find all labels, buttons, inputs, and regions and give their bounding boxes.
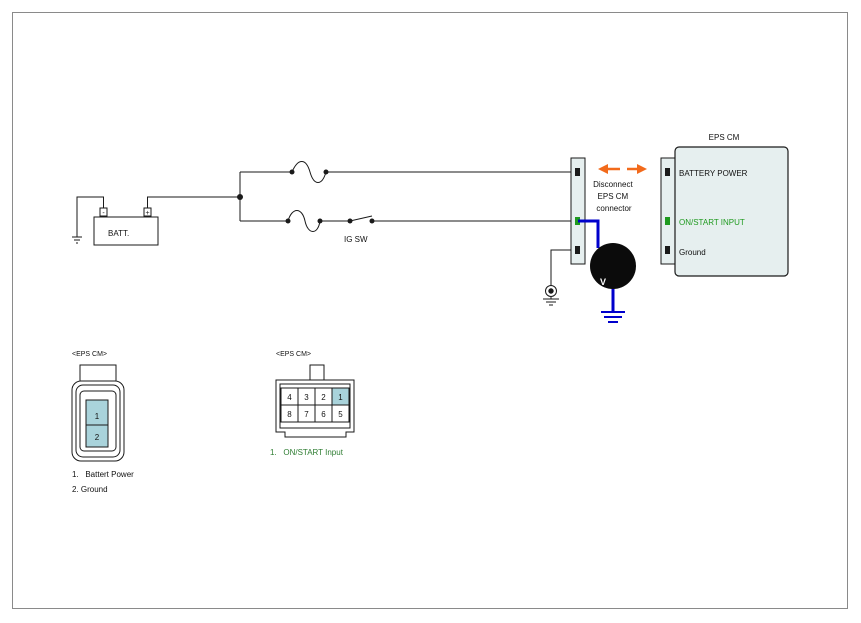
module-pin-label-battery: BATTERY POWER <box>679 169 748 178</box>
eps-cm-module: BATTERY POWER ON/START INPUT Ground <box>660 146 789 277</box>
connector2-cell-7: 7 <box>304 410 309 419</box>
connector2-cell-6: 6 <box>321 410 326 419</box>
ig-switch-contact-b <box>369 218 375 224</box>
ig-switch-blade <box>349 215 373 222</box>
module-pin-label-on-start: ON/START INPUT <box>679 218 745 227</box>
connector2-cell-5: 5 <box>338 410 343 419</box>
connector1-title: <EPS CM> <box>72 351 107 358</box>
disconnect-line-2: EPS CM <box>598 192 629 201</box>
harness-pin-battery <box>575 168 580 176</box>
connector1-legend-1: 1. Battert Power <box>72 470 134 479</box>
disconnect-arrow <box>598 164 647 174</box>
connector1-cell-label-2: 2 <box>95 433 100 442</box>
module-title: EPS CM <box>709 133 740 142</box>
connector1-cell-label-1: 1 <box>95 412 100 421</box>
connector1-face <box>71 364 125 462</box>
connector2-cell-4: 4 <box>287 393 292 402</box>
connector2-legend-1: 1. ON/START Input <box>270 448 344 457</box>
probe-ground <box>601 311 625 323</box>
arrow-right-icon <box>637 164 647 174</box>
connector2-face <box>275 364 355 438</box>
disconnect-note: Disconnect EPS CM connector <box>593 180 635 213</box>
module-pin-on-start <box>665 217 670 225</box>
harness-ground <box>543 249 571 306</box>
upper-fuse-branch <box>240 161 571 183</box>
battery-label: BATT. <box>108 229 129 238</box>
voltmeter-label: V <box>600 277 606 287</box>
fuse-lower-terminal-a <box>285 218 291 224</box>
diagram-frame <box>12 12 848 609</box>
module-pin-battery <box>665 168 670 176</box>
battery-pos-sign: + <box>145 210 149 217</box>
connector2-title: <EPS CM> <box>276 351 311 358</box>
connector2-cell-1: 1 <box>338 393 343 402</box>
fuse-lower-terminal-b <box>317 218 323 224</box>
module-body <box>674 146 789 277</box>
lower-fuse-branch <box>240 210 571 232</box>
ig-switch-contact-a <box>347 218 353 224</box>
battery-positive-wire <box>147 172 241 221</box>
disconnect-line-3: connector <box>596 204 631 213</box>
battery: - + BATT. <box>93 207 159 246</box>
module-pin-ground <box>665 246 670 254</box>
connector2-cell-2: 2 <box>321 393 326 402</box>
connector1-legend-2: 2. Ground <box>72 485 108 494</box>
connector1-cell-2 <box>85 424 109 448</box>
harness-connector <box>570 157 586 265</box>
junction-dot <box>237 194 243 200</box>
battery-neg-sign: - <box>102 210 105 217</box>
battery-ground <box>72 196 104 244</box>
connector2-cell-3: 3 <box>304 393 309 402</box>
ig-switch-label: IG SW <box>344 235 368 244</box>
connector2-cell-8: 8 <box>287 410 292 419</box>
fuse-upper-terminal-b <box>323 169 329 175</box>
harness-pin-ground <box>575 246 580 254</box>
fuse-upper <box>291 161 327 183</box>
voltmeter: V <box>590 243 636 289</box>
module-pin-label-ground: Ground <box>679 248 706 257</box>
voltmeter-probe-wire <box>578 219 615 312</box>
fuse-upper-terminal-a <box>289 169 295 175</box>
disconnect-line-1: Disconnect <box>593 180 633 189</box>
harness-pin-on-start <box>575 217 580 225</box>
arrow-left-icon <box>598 164 608 174</box>
fuse-lower <box>287 210 321 232</box>
